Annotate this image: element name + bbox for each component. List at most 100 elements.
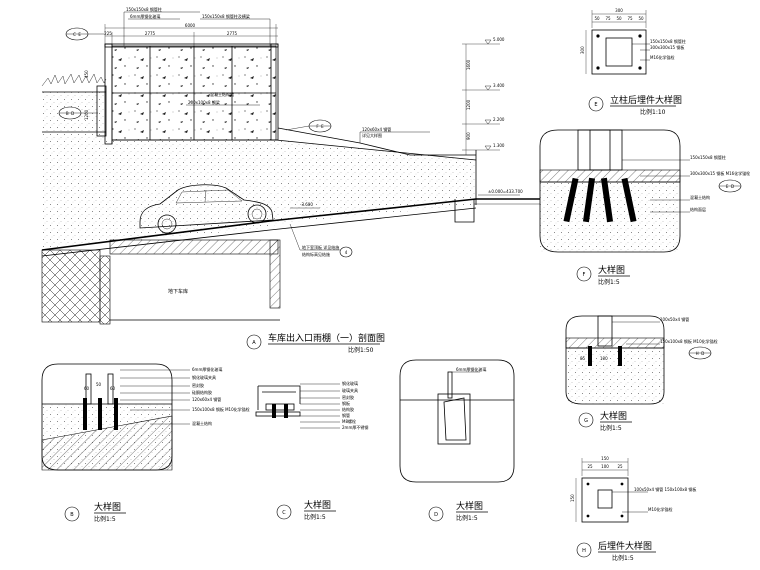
detail-h-dim-2: 100 bbox=[601, 464, 609, 469]
dim-total-label: 6000 bbox=[185, 23, 196, 28]
detail-e-dim-1: 50 bbox=[594, 16, 600, 21]
note-upper-detail: 详见大样图 bbox=[362, 132, 382, 138]
detail-e-dim-3: 50 bbox=[616, 16, 622, 21]
detail-h-dim-side: 150 bbox=[570, 494, 575, 502]
detail-g-scale: 比例1:5 bbox=[600, 424, 622, 432]
elev-2200: 2.200 bbox=[493, 117, 505, 122]
bubble-b-label: B D bbox=[66, 111, 74, 116]
detail-e-drawing: 300 50 75 50 75 50 300 150x150x8 钢管柱 300… bbox=[580, 8, 686, 116]
detail-h-note-2: M10化学锚栓 bbox=[648, 506, 673, 512]
detail-f-bubble: E D bbox=[726, 184, 734, 189]
detail-f-title: 大样图 bbox=[598, 264, 625, 276]
top-dimension-chain: 6000 2775 2775 225 bbox=[104, 23, 278, 46]
detail-e-dim-2: 75 bbox=[605, 16, 611, 21]
detail-e-note-3: M16化学锚栓 bbox=[650, 54, 675, 60]
note-concrete-wall: 混凝土结构墙 bbox=[210, 91, 234, 97]
detail-d-letter: D bbox=[434, 512, 438, 518]
main-section-drawing: 6000 2775 2775 225 150x150x8 钢管柱 6mm厚钢化玻… bbox=[41, 6, 540, 354]
detail-h-dim-3: 25 bbox=[617, 464, 623, 469]
callout-bubble-b[interactable]: B D bbox=[58, 106, 98, 120]
dim-bay-2-label: 2775 bbox=[227, 31, 238, 36]
detail-b-note-2: 钢化玻璃夹具 bbox=[192, 374, 216, 380]
note-beam-top: 150x150x8 钢管柱及横梁 bbox=[202, 13, 250, 19]
detail-g-note-1: 100x50x4 钢管 bbox=[660, 316, 689, 322]
detail-b-dim-2: 50 bbox=[96, 382, 102, 387]
dim-v-1600: 1600 bbox=[466, 59, 471, 70]
detail-e-title: 立柱后埋件大样图 bbox=[610, 94, 682, 106]
dim-v-1200: 1200 bbox=[466, 99, 471, 110]
anchor-bolts-b bbox=[83, 398, 118, 430]
detail-b-note-5: 120x60x4 钢管 bbox=[192, 396, 221, 402]
detail-c-note-6: 钢管 bbox=[342, 412, 350, 418]
detail-h-letter: H bbox=[582, 548, 586, 554]
detail-d-scale: 比例1:5 bbox=[456, 514, 478, 522]
detail-c-note-7: M8螺栓 bbox=[342, 418, 356, 424]
detail-d-note-1: 6mm厚钢化玻璃 bbox=[456, 366, 486, 372]
detail-d-title: 大样图 bbox=[456, 500, 483, 512]
detail-e-note-1: 150x150x8 钢管柱 bbox=[650, 38, 686, 44]
detail-f-note-4: 结构面层 bbox=[690, 206, 706, 212]
detail-c-note-1: 钢化玻璃 bbox=[342, 380, 358, 386]
upper-slope-line: 120x60x4 钢管 详见大样图 bbox=[277, 126, 476, 156]
note-structure-elev: 结构标高见结施 bbox=[302, 251, 330, 257]
detail-f-drawing: 150x150x8 钢管柱 300x300x15 钢板 M16化学锚栓 混凝土结… bbox=[539, 129, 750, 286]
note-column-top: 150x150x8 钢管柱 bbox=[126, 6, 162, 12]
detail-b-dim-1: 60 bbox=[84, 386, 90, 391]
basement-structure: 地下车库 地下室顶板 详见结施 结构标高见结施 4 bbox=[41, 223, 353, 325]
elevation-markers: 5.000 3.400 2.200 1.300 1600 1200 900 bbox=[462, 37, 505, 155]
detail-c-note-4: 钢板 bbox=[342, 400, 350, 406]
detail-c-letter: C bbox=[282, 510, 286, 516]
note-basement-slab: 地下室顶板 详见结施 bbox=[302, 244, 339, 250]
bubble-c-label: C E bbox=[73, 32, 81, 37]
main-section-scale: 比例1:50 bbox=[348, 346, 374, 354]
detail-c-scale: 比例1:5 bbox=[304, 513, 326, 521]
detail-b-note-3: 密封胶 bbox=[192, 382, 204, 388]
detail-h-title: 后埋件大样图 bbox=[598, 540, 652, 552]
detail-b-letter: B bbox=[70, 512, 74, 518]
zero-elev-label: ±0.000=433.700 bbox=[488, 189, 523, 194]
main-section-title-block: A 车库出入口雨棚（一）剖面图 比例1:50 bbox=[246, 332, 385, 354]
bubble-4-label: 4 bbox=[345, 250, 348, 255]
detail-b-note-1: 6mm厚钢化玻璃 bbox=[192, 366, 222, 372]
left-mark-450: 450 bbox=[84, 70, 89, 78]
detail-c-note-3: 密封胶 bbox=[342, 394, 354, 400]
detail-h-dim-1: 25 bbox=[587, 464, 593, 469]
detail-g-note-2: 150x100x8 钢板 M10化学锚栓 bbox=[660, 338, 718, 344]
note-glass-top: 6mm厚钢化玻璃 bbox=[130, 13, 160, 19]
detail-e-dim-4: 75 bbox=[627, 16, 633, 21]
detail-c-note-8: 2mm厚不锈钢 bbox=[342, 424, 368, 430]
detail-b-drawing: 60 50 60 6mm厚钢化玻璃 钢化玻璃夹具 密封胶 硅酮结构胶 120x6… bbox=[41, 363, 250, 523]
basement-label: 地下车库 bbox=[168, 288, 188, 295]
bubble-f-label: F E bbox=[316, 124, 324, 129]
detail-f-scale: 比例1:5 bbox=[598, 278, 620, 286]
dim-left-offset-label: 225 bbox=[104, 31, 112, 36]
detail-b-dim-3: 60 bbox=[110, 386, 116, 391]
car-outline-icon bbox=[139, 184, 274, 234]
canopy-glass-panels: 200x100x8 钢梁 bbox=[104, 43, 279, 145]
detail-b-note-6: 150x100x8 钢板 M10化学锚栓 bbox=[192, 406, 250, 412]
detail-b-note-7: 混凝土结构 bbox=[192, 420, 212, 426]
soil-fill-mass bbox=[42, 131, 477, 248]
elev-3400: 3.400 bbox=[493, 83, 505, 88]
left-mark-1200: 1200 bbox=[84, 109, 89, 120]
left-ground-wall: 450 1200 bbox=[41, 70, 107, 137]
detail-h-scale: 比例1:5 bbox=[612, 554, 634, 562]
dim-v-900: 900 bbox=[466, 132, 471, 140]
detail-g-drawing: 85 100 100x50x4 钢管 150x100x8 钢板 M10化学锚栓 … bbox=[565, 315, 718, 432]
detail-d-drawing: 6mm厚钢化玻璃 D 大样图 比例1:5 bbox=[399, 359, 515, 522]
elev-1300: 1.300 bbox=[493, 143, 505, 148]
callout-bubble-f[interactable]: F E bbox=[285, 119, 332, 133]
detail-h-dim-top: 150 bbox=[601, 456, 609, 461]
detail-e-note-2: 300x300x15 钢板 bbox=[650, 44, 684, 50]
detail-f-note-1: 150x150x8 钢管柱 bbox=[690, 154, 726, 160]
detail-f-letter: F bbox=[583, 272, 586, 278]
detail-h-drawing: 150 25 100 25 150 100x50x4 钢管 150x100x8 … bbox=[570, 456, 696, 562]
detail-c-note-5: 结构胶 bbox=[342, 406, 354, 412]
detail-g-dim-1: 85 bbox=[580, 356, 586, 361]
detail-f-note-2: 300x300x15 钢板 M16化学锚栓 bbox=[690, 170, 750, 176]
callout-bubble-c[interactable]: C E bbox=[65, 27, 104, 41]
dim-bay-1-label: 2775 bbox=[145, 31, 156, 36]
note-beam-mid: 200x100x8 钢梁 bbox=[188, 99, 220, 105]
detail-b-scale: 比例1:5 bbox=[94, 515, 116, 523]
